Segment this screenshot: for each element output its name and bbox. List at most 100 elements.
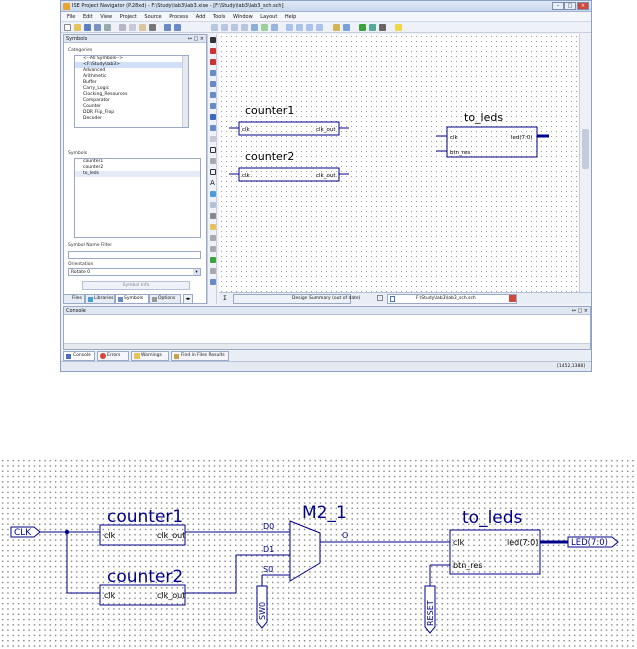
list-item[interactable]: Buffer: [83, 80, 97, 85]
sw0-io-marker[interactable]: SW0: [256, 585, 268, 629]
counter2-symbol[interactable]: counter2 clk clk_out: [99, 567, 186, 606]
green-tool-icon[interactable]: [210, 257, 216, 263]
tab-schematic[interactable]: F:\Study\lab3\lab3_sch.sch: [387, 294, 517, 304]
undo-icon[interactable]: [210, 59, 216, 65]
run-icon[interactable]: [359, 24, 366, 31]
text-down-icon[interactable]: [210, 235, 216, 241]
window-icon[interactable]: [261, 24, 268, 31]
mux-symbol[interactable]: M2_1 D0 D1 S0 O: [263, 503, 348, 582]
canvas-vertical-scrollbar[interactable]: [579, 34, 591, 292]
symbols-list[interactable]: counter1 counter2 to_leds: [74, 158, 201, 238]
layout4-icon[interactable]: [316, 24, 323, 31]
triangle-icon[interactable]: [210, 213, 216, 219]
symbol-name-filter-input[interactable]: [68, 251, 201, 259]
step-icon[interactable]: [369, 24, 376, 31]
help-icon[interactable]: [343, 24, 350, 31]
menu-project[interactable]: Project: [119, 14, 137, 20]
circle-icon[interactable]: [210, 147, 216, 153]
select-icon[interactable]: [210, 37, 216, 43]
cut-icon[interactable]: [119, 24, 126, 31]
tab-symbols[interactable]: Symbols: [115, 294, 149, 304]
list-item[interactable]: Arithmetic: [83, 74, 107, 79]
list-item[interactable]: to_leds: [75, 171, 200, 177]
list-item[interactable]: counter2: [83, 165, 104, 170]
schematic-canvas[interactable]: counter1 clk clk_out counter2 clk clk_ou…: [219, 34, 579, 292]
categories-scrollbar[interactable]: [182, 56, 188, 127]
add-symbol-icon[interactable]: [210, 125, 216, 131]
bus-icon[interactable]: [210, 81, 216, 87]
tab-close-icon[interactable]: [509, 295, 516, 302]
zoom-fit-icon[interactable]: [231, 24, 238, 31]
list-item[interactable]: DDR Flip_Flop: [83, 110, 115, 115]
image-icon[interactable]: [210, 191, 216, 197]
tab-close-icon[interactable]: [377, 295, 383, 301]
zoom-in-icon[interactable]: [211, 24, 218, 31]
zoom-out-icon[interactable]: [221, 24, 228, 31]
panel-close-icon[interactable]: ↔ □ ×: [187, 36, 204, 42]
panel-close-icon[interactable]: ↔ □ ×: [571, 308, 588, 314]
list-item[interactable]: Decoder: [83, 116, 102, 121]
list-item[interactable]: <--All Symbols-->: [83, 56, 124, 61]
wire-icon[interactable]: [210, 70, 216, 76]
scroll-thumb[interactable]: [582, 129, 589, 169]
tab-warnings[interactable]: Warnings: [131, 351, 169, 361]
list-item[interactable]: <F:\Study\lab3>: [75, 62, 188, 68]
pen-icon[interactable]: [210, 224, 216, 230]
close-button[interactable]: ×: [577, 2, 589, 10]
counter1-symbol[interactable]: counter1 clk clk_out: [99, 507, 186, 546]
delete-icon[interactable]: [149, 24, 156, 31]
counter2-symbol[interactable]: counter2 clk clk_out: [229, 150, 349, 182]
list-item[interactable]: Advanced: [83, 68, 106, 73]
tab-design-summary[interactable]: Design Summary (out of date): [233, 294, 360, 304]
to-leds-symbol[interactable]: to_leds clk btn_res led(7:0): [436, 111, 549, 158]
rectangle-icon[interactable]: [210, 169, 216, 175]
categories-list[interactable]: <--All Symbols--> <F:\Study\lab3> Advanc…: [74, 55, 189, 128]
menu-source[interactable]: Source: [144, 14, 162, 20]
document-icon[interactable]: [210, 279, 216, 285]
reset-io-marker[interactable]: RESET: [424, 585, 436, 634]
tab-console[interactable]: Console: [63, 351, 95, 361]
list-item[interactable]: Clocking_Resources: [83, 92, 128, 97]
undo-icon[interactable]: [164, 24, 171, 31]
list-item[interactable]: Comparator: [83, 98, 110, 103]
clk-io-marker[interactable]: CLK: [10, 526, 41, 538]
menu-help[interactable]: Help: [284, 14, 297, 20]
delete-symbol-icon[interactable]: [210, 48, 216, 54]
copy-icon[interactable]: [129, 24, 136, 31]
tab-libraries[interactable]: Libraries: [85, 294, 115, 304]
text-icon[interactable]: A: [210, 179, 215, 187]
minimize-button[interactable]: –: [552, 2, 564, 10]
text-up-icon[interactable]: [210, 246, 216, 252]
layout3-icon[interactable]: [306, 24, 313, 31]
layout-icon[interactable]: [286, 24, 293, 31]
layout2-icon[interactable]: [296, 24, 303, 31]
led-io-marker[interactable]: LED(7:0): [567, 536, 619, 548]
open-folder-icon[interactable]: [74, 24, 81, 31]
list-item[interactable]: counter1: [83, 159, 104, 164]
menu-file[interactable]: File: [67, 14, 76, 20]
maximize-button[interactable]: □: [564, 2, 576, 10]
arc-icon[interactable]: [210, 136, 216, 142]
refresh-icon[interactable]: [251, 24, 258, 31]
key-icon[interactable]: [333, 24, 340, 31]
counter1-symbol[interactable]: counter1 clk clk_out: [229, 104, 349, 136]
symbol-info-button[interactable]: Symbol Info: [82, 281, 190, 290]
console-hscroll[interactable]: [64, 343, 590, 349]
paste-icon[interactable]: [139, 24, 146, 31]
tab-options[interactable]: Options: [149, 294, 181, 304]
light-bulb-icon[interactable]: [395, 24, 402, 31]
tab-scroll-arrows[interactable]: ◂▸: [183, 294, 193, 304]
list-item[interactable]: Counter: [83, 104, 101, 109]
tab-files[interactable]: Files: [63, 294, 85, 304]
menu-window[interactable]: Window: [232, 14, 253, 20]
save-icon[interactable]: [84, 24, 91, 31]
attribute-icon[interactable]: [210, 202, 216, 208]
orientation-select[interactable]: Rotate 0 ▾: [68, 268, 201, 276]
list-item[interactable]: Carry_Logic: [83, 86, 110, 91]
tab-errors[interactable]: Errors: [97, 351, 129, 361]
menu-edit[interactable]: Edit: [82, 14, 93, 20]
menu-add[interactable]: Add: [195, 14, 206, 20]
to-leds-symbol[interactable]: to_leds clk btn_res led(7:0): [449, 508, 541, 575]
zoom-area-icon[interactable]: [241, 24, 248, 31]
menu-view[interactable]: View: [100, 14, 113, 20]
